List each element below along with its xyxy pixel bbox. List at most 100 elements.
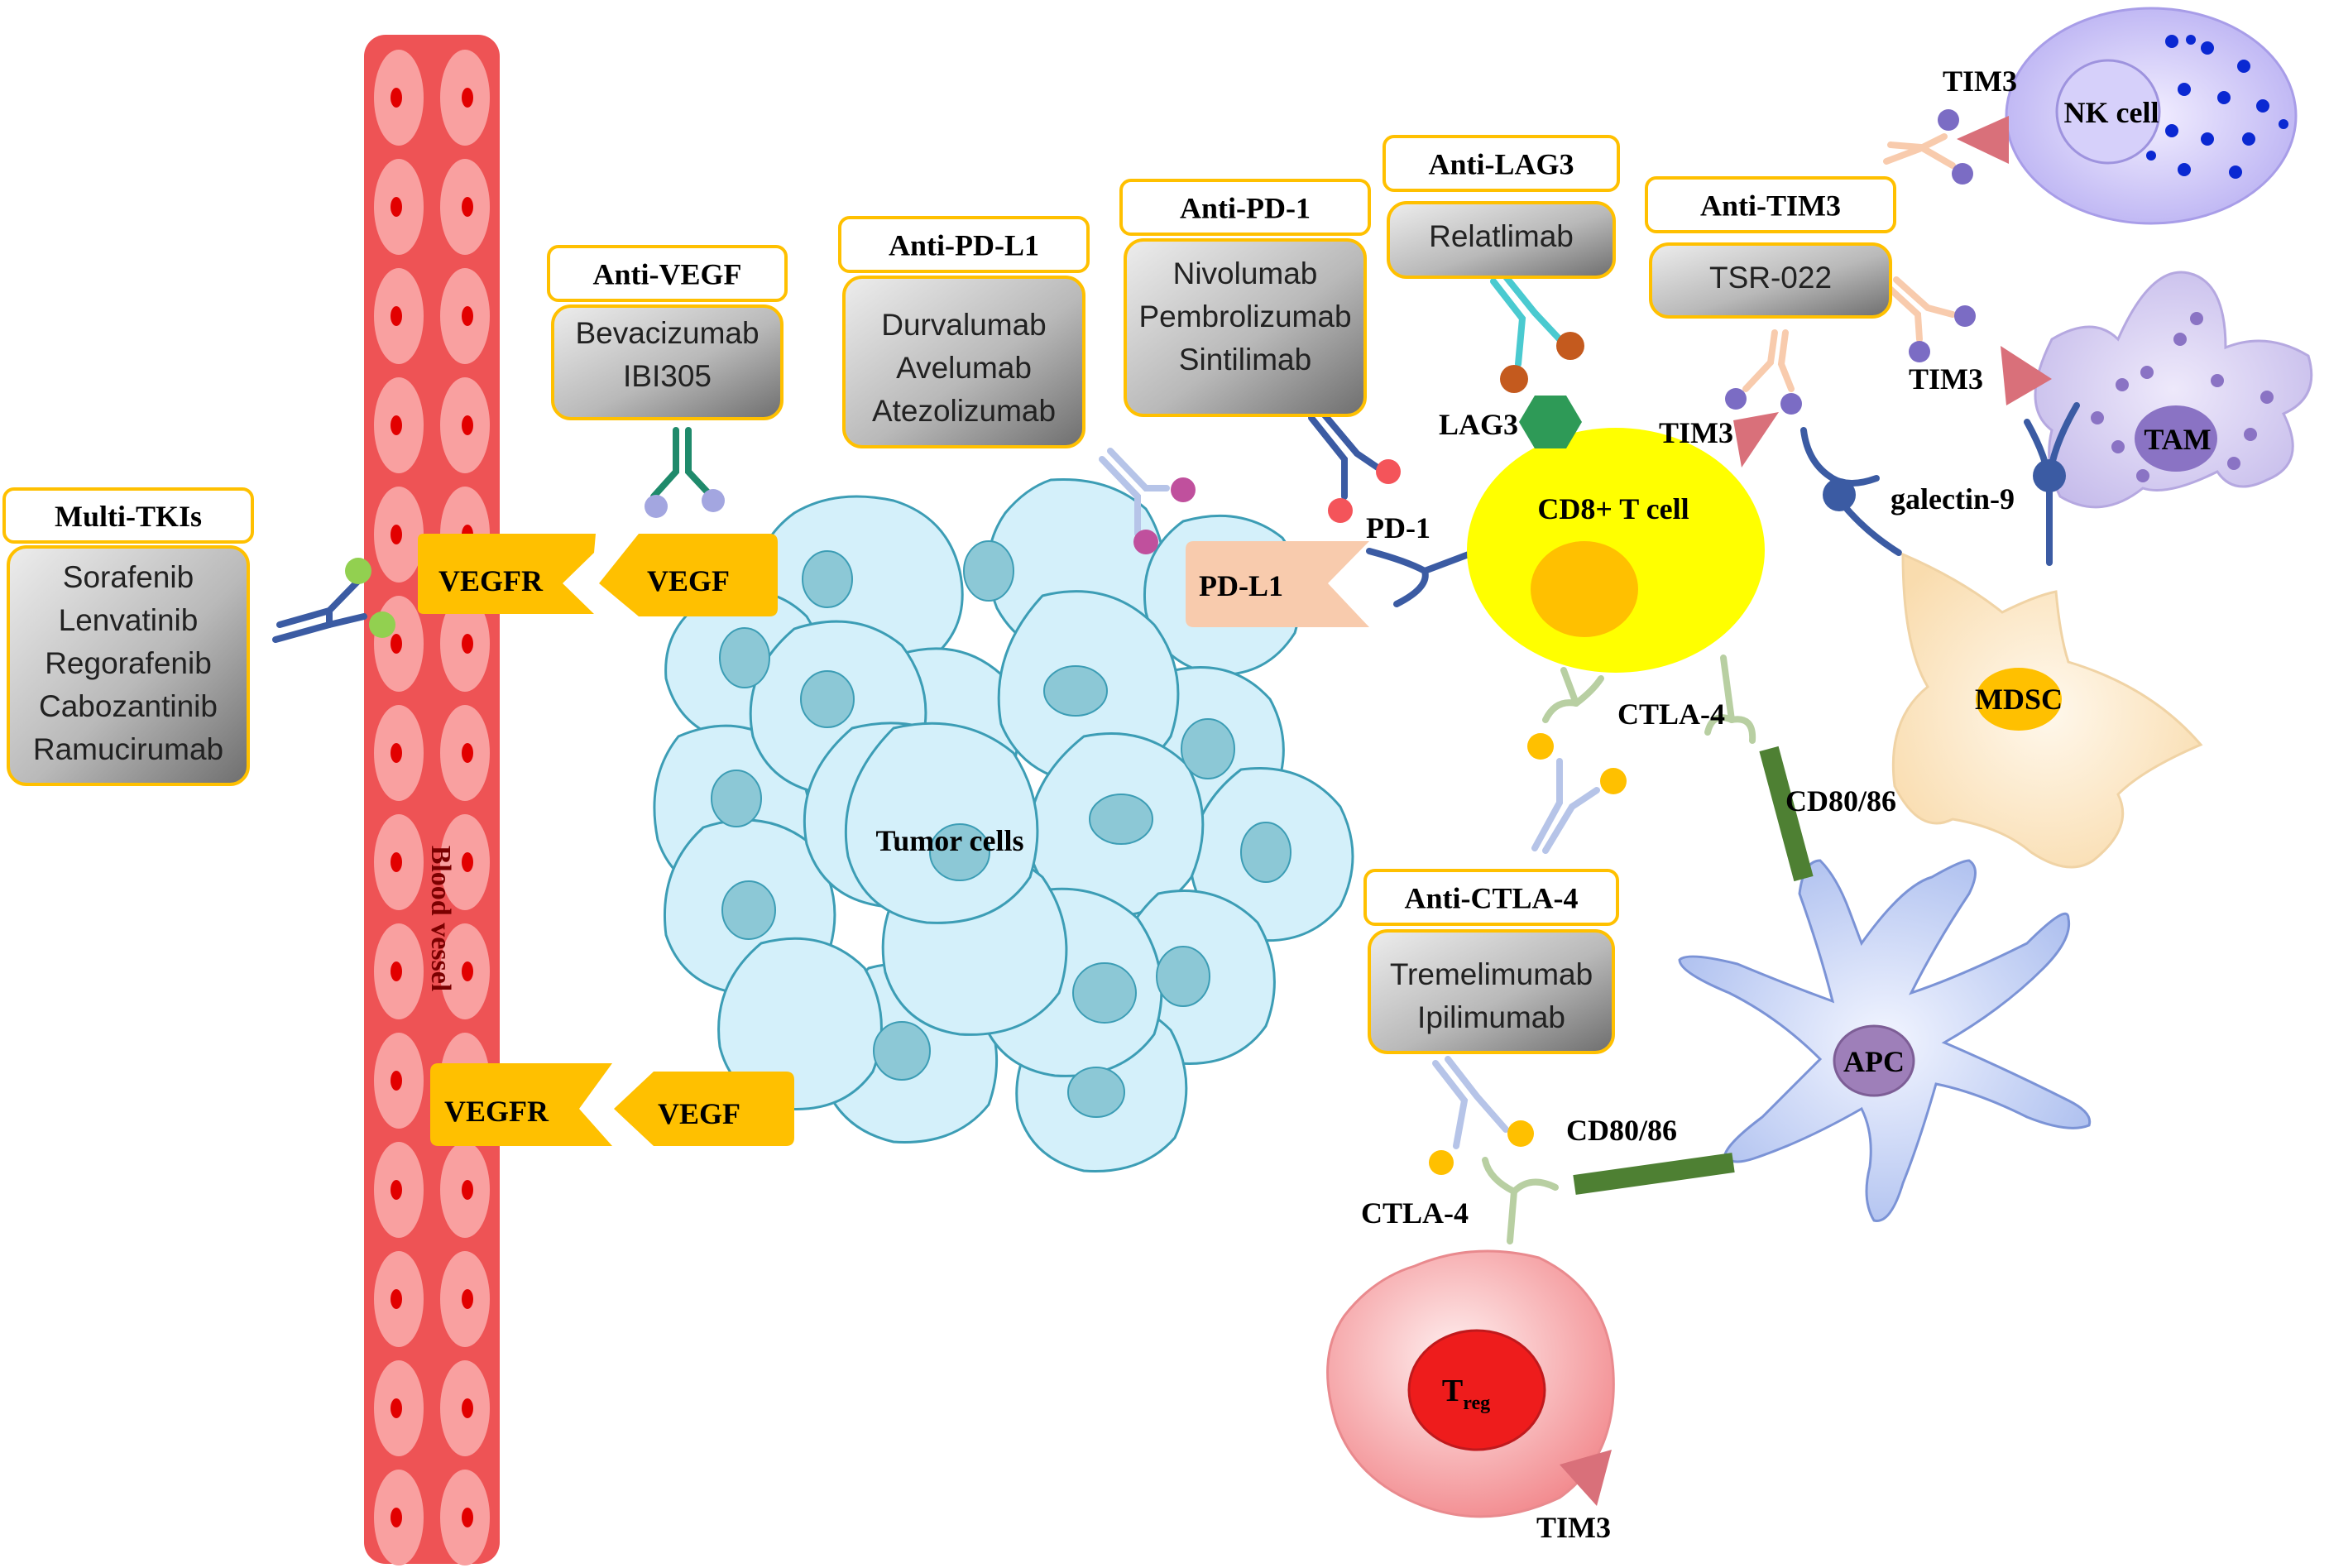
drug-name: Relatlimab [1429,219,1574,253]
vegf-label-top: VEGF [647,564,730,597]
anti-vegf-antibody-tip-1 [645,495,668,518]
vessel-cell-nucleus [462,415,473,435]
treg-cell: Treg [1326,1249,1615,1518]
vessel-cell-nucleus [391,852,402,872]
drug-list-frame [1124,238,1367,417]
tumor-nuclei [711,540,1291,1118]
drug-name: Nivolumab [1173,257,1318,290]
anti-pdl1-antibody-tip-2 [1171,477,1196,502]
multi-tki-antibody [272,576,367,643]
drug-name: Sintilimab [1179,343,1311,376]
drug-box-title: Anti-CTLA-4 [1404,882,1578,915]
ctla4-label-bottom: CTLA-4 [1361,1196,1469,1230]
anti-ctla4-bottom-tip-1 [1429,1150,1454,1175]
vessel-cell-nucleus [391,1398,402,1418]
vessel-cell-nucleus [462,961,473,981]
drug-list-frame [7,545,250,786]
drug-name: Tremelimumab [1390,957,1593,991]
vessel-cell-nucleus [462,634,473,654]
anti-pdl1-antibody-tip-1 [1133,530,1158,554]
drug-box-title-frame [547,245,788,302]
drug-box-title-frame [2,487,254,544]
drug-boxes: Multi-TKIsSorafenibLenvatinibRegorafenib… [2,135,1896,1054]
drug-name: IBI305 [623,359,712,393]
lag3-receptor [1519,396,1582,448]
tim3-tam-label: TIM3 [1909,362,1983,396]
ctla4-receptor-treg [1482,1157,1559,1244]
vessel-cell-nucleus [391,1289,402,1309]
anti-tim3-antibody-nk [1883,133,1956,169]
drug-box-title: Multi-TKIs [55,500,202,533]
drug-list-frame [842,276,1085,448]
drug-box-title: Anti-PD-1 [1180,192,1311,225]
mdsc-cell: MDSC [1891,552,2203,869]
vegf-ligand-top [599,534,778,616]
cd8-label: CD8+ T cell [1537,492,1689,525]
vessel-cell-nucleus [462,1398,473,1418]
cd8086-bar-top [1759,746,1814,882]
drug-name: TSR-022 [1709,261,1832,295]
nk-label: NK cell [2064,96,2159,129]
vessel-cell-nucleus [391,1180,402,1200]
anti-pd1-antibody-tip-2 [1376,459,1401,484]
pdl1-ligand: PD-L1 [1186,541,1369,627]
drug-name: Bevacizumab [575,316,759,350]
vessel-cell-nucleus [462,197,473,217]
apc-cell: APC [1678,859,2092,1222]
vessel-cell-nucleus [391,634,402,654]
vessel-cell-nucleus [391,525,402,544]
tim3-cd8-label: TIM3 [1659,416,1733,449]
vessel-cell-nucleus [391,743,402,763]
anti-tim3-antibody-cd8 [1742,329,1795,392]
anti-tim3-tam-tip-1 [1909,341,1930,362]
treg-label: Treg [1442,1374,1490,1414]
tam-cell: TAM [2034,271,2313,509]
cd8086-label-top: CD80/86 [1785,784,1896,818]
vessel-cell-nucleus [462,852,473,872]
galectin9-label: galectin-9 [1891,482,2015,515]
drug-name: Regorafenib [45,646,212,680]
vessel-cell-nucleus [462,1289,473,1309]
vegfr-vegf-top: VEGFR VEGF [418,534,778,616]
tim3-treg-label: TIM3 [1536,1511,1611,1544]
vessel-cell-nucleus [462,1508,473,1527]
vessel-cell-nucleus [391,961,402,981]
anti-tim3-cd8-tip-1 [1725,388,1747,410]
blood-vessel-label: Blood vessel [425,846,456,992]
drug-name: Sorafenib [63,560,194,594]
drug-box-title-frame [1645,176,1896,233]
endothelial-cells [374,50,490,1566]
drug-name: Lenvatinib [59,603,199,637]
drug-box-title: Anti-PD-L1 [889,229,1039,262]
drug-list-frame [1368,929,1615,1054]
anti-vegf-antibody-tip-2 [702,489,725,512]
vessel-cell-nucleus [391,306,402,326]
vessel-cell-nucleus [462,88,473,108]
anti-tim3-tam-tip-2 [1954,305,1976,327]
vessel-cell-nucleus [462,1180,473,1200]
apc-label: APC [1843,1045,1905,1078]
tim3-treg-receptor [1560,1450,1612,1506]
cd8086-label-bottom: CD80/86 [1566,1114,1677,1147]
vessel-cell-nucleus [462,306,473,326]
vegfr-receptor-top [418,534,596,614]
anti-tim3-antibody-tam [1883,276,1956,343]
mdsc-nucleus [1976,668,2062,731]
pd1-label: PD-1 [1366,511,1430,544]
drug-name: Ramucirumab [33,732,223,766]
tam-nucleus [2135,405,2217,472]
nk-nucleus [2055,59,2161,165]
vessel-cell-nucleus [391,415,402,435]
pdl1-label: PD-L1 [1199,569,1283,602]
blood-vessel: Blood vessel [364,35,500,1566]
anti-ctla4-top-tip-1 [1527,733,1554,760]
tim3-nk-receptor [1957,116,2009,164]
tumor-cells-label: Tumor cells [875,824,1023,857]
tim3-nk-label: TIM3 [1943,65,2017,98]
mdsc-label: MDSC [1975,683,2063,716]
anti-pd1-antibody-tip-1 [1328,498,1353,523]
